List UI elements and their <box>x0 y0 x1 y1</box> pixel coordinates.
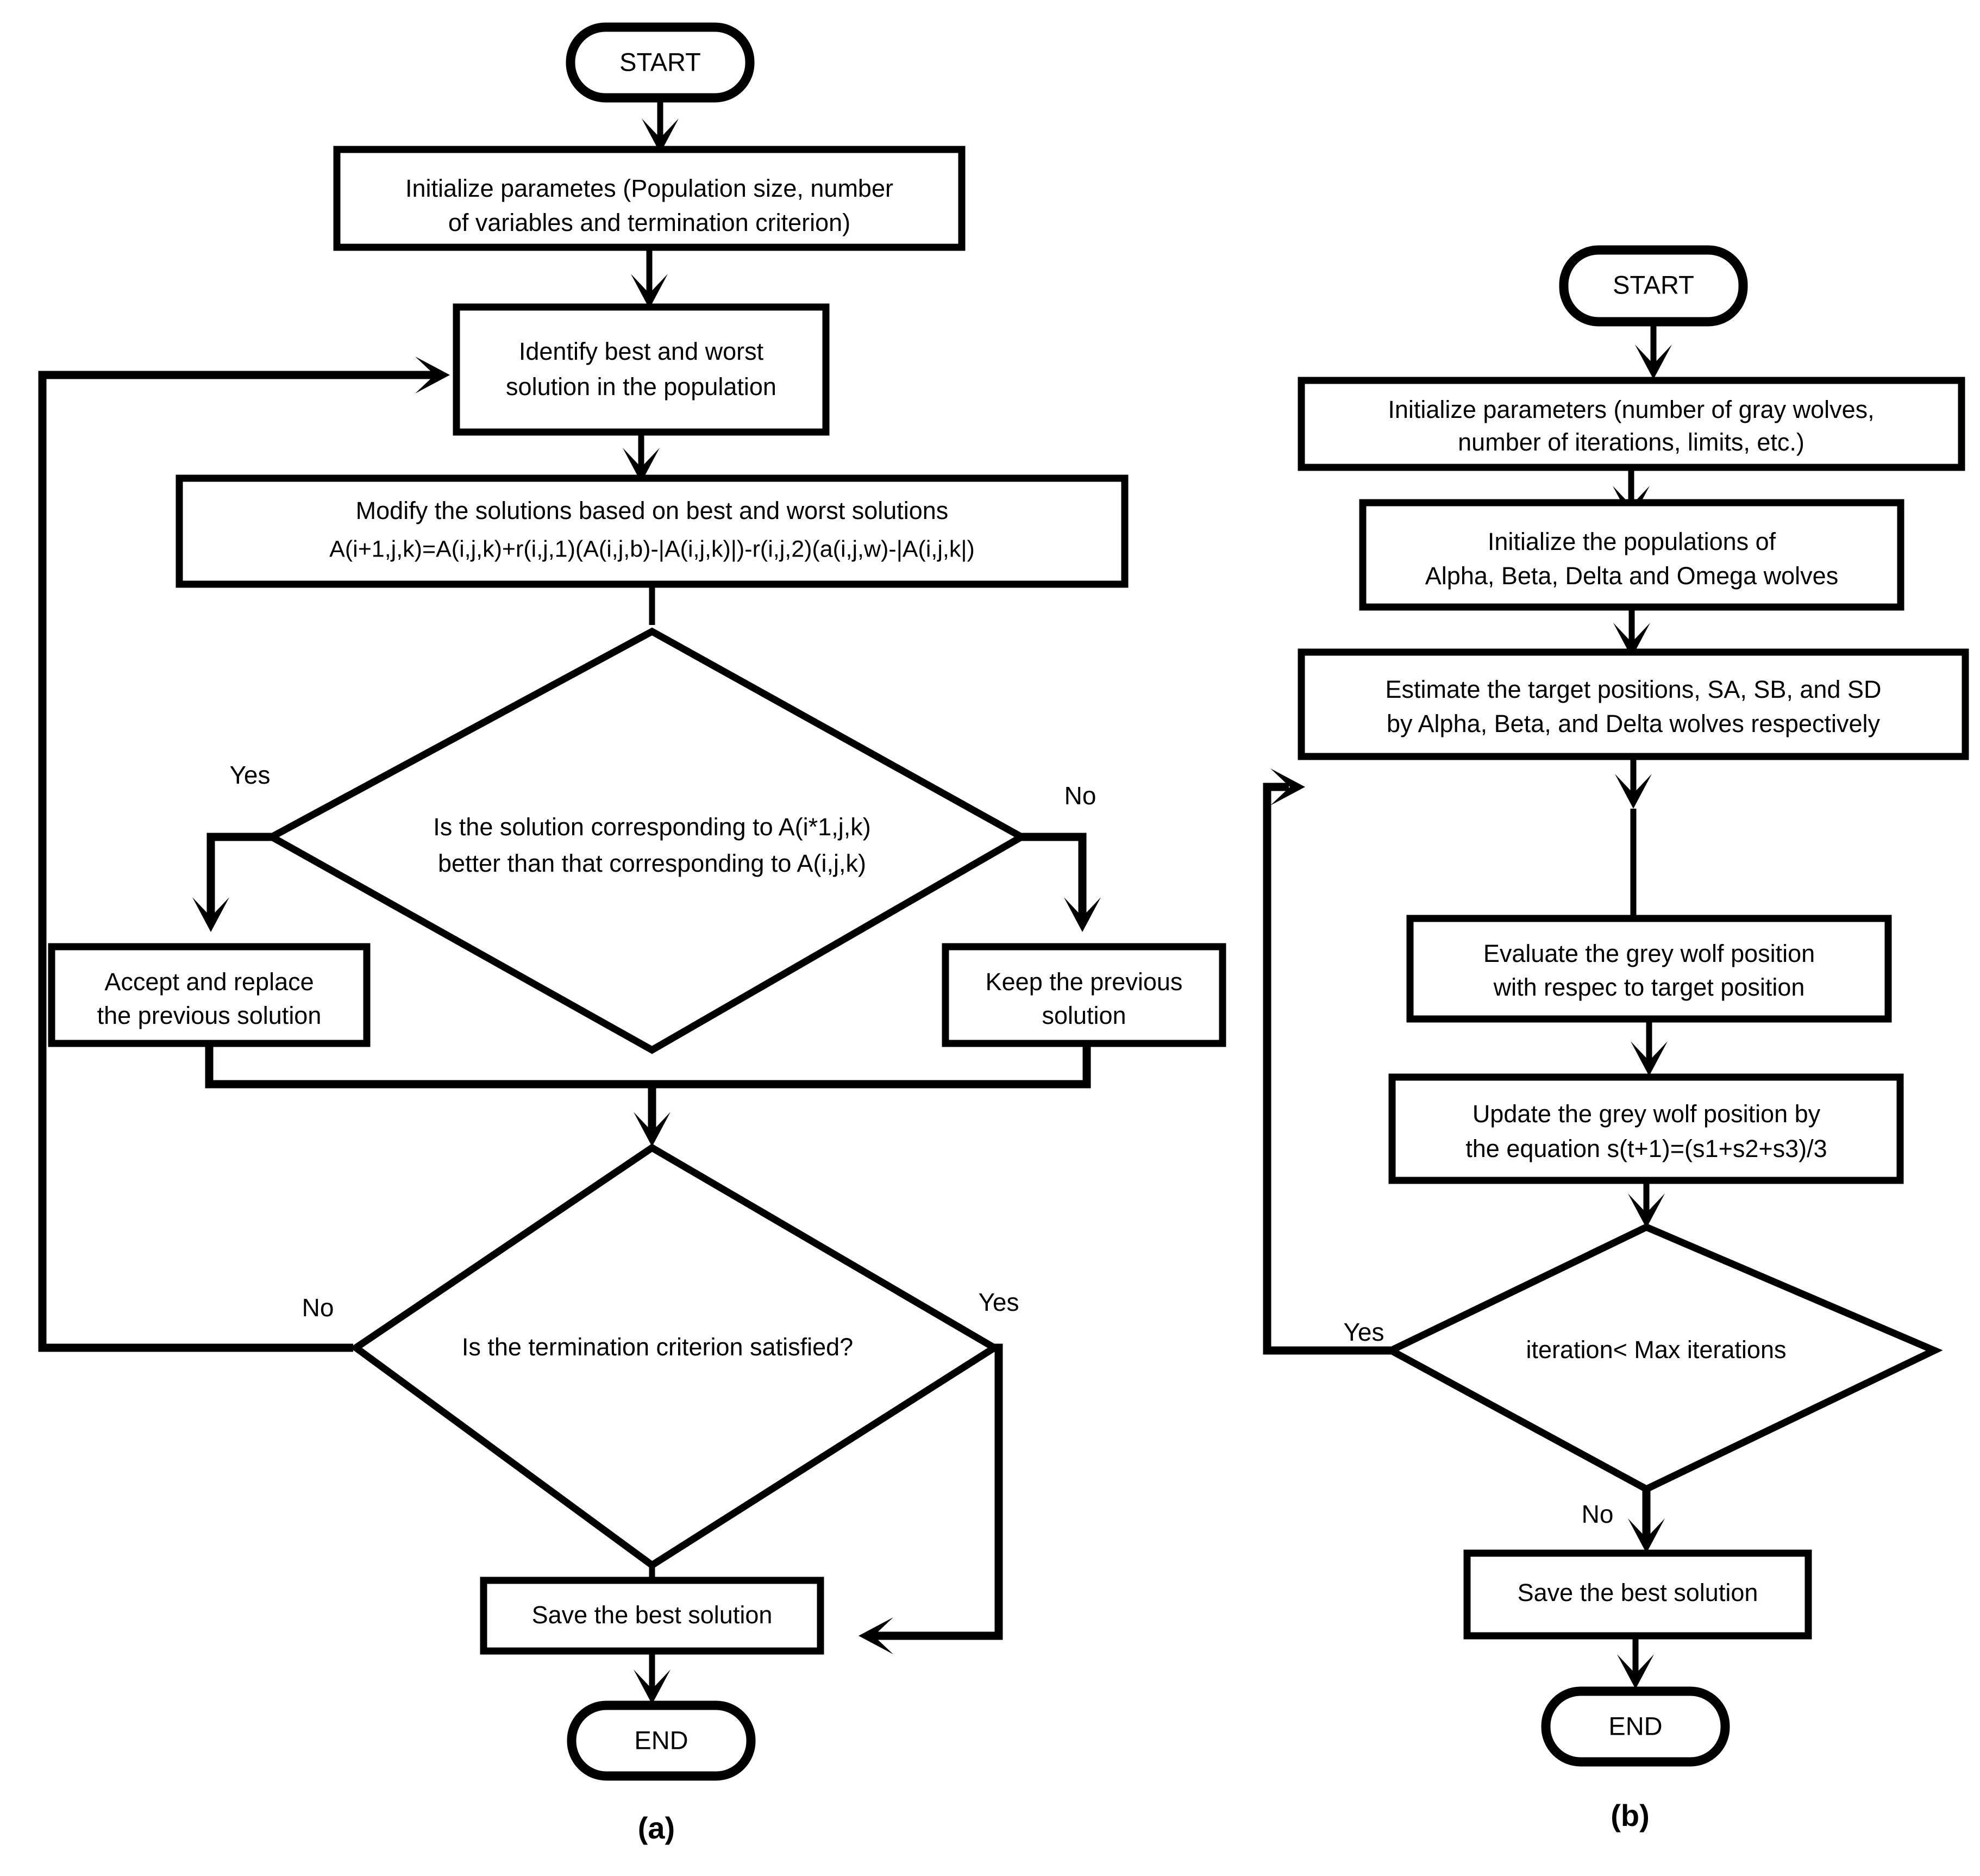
node-a-decision1 <box>264 627 1029 1054</box>
node-b-save-label: Save the best solution <box>1518 1579 1758 1606</box>
node-b-save <box>1463 1549 1812 1640</box>
edge-a-loop-no-to-identify <box>38 371 435 1352</box>
node-a-accept-line1: Accept and replace <box>104 968 314 996</box>
edge-b-loop-yes-to-estimate <box>1263 783 1391 1355</box>
node-a-init-line2: of variables and termination criterion) <box>448 209 850 236</box>
panel-a-caption: (a) <box>638 1811 675 1845</box>
node-a-modify-line1: Modify the solutions based on best and w… <box>356 497 949 524</box>
node-a-save-label: Save the best solution <box>532 1601 773 1629</box>
edge-a-d1-no <box>1022 833 1087 921</box>
node-a-init <box>333 146 966 251</box>
edge-label-a-d2-no: No <box>302 1293 334 1322</box>
node-b-initpop <box>1359 499 1904 611</box>
node-a-end-label: END <box>634 1725 688 1754</box>
node-b-estimate-line2: by Alpha, Beta, and Delta wolves respect… <box>1387 710 1880 737</box>
node-b-estimate-line1: Estimate the target positions, SA, SB, a… <box>1386 676 1882 703</box>
node-a-init-line1: Initialize parametes (Population size, n… <box>405 174 893 202</box>
node-b-start-label: START <box>1613 270 1694 299</box>
node-b-estimate <box>1298 648 1969 760</box>
node-b-end-label: END <box>1608 1711 1662 1740</box>
edge-label-a-d1-no: No <box>1064 781 1096 810</box>
node-b-end <box>1541 1686 1730 1767</box>
node-a-decision1-line2: better than that corresponding to A(i,j,… <box>438 849 866 877</box>
node-b-init-line1: Initialize parameters (number of gray wo… <box>1388 396 1874 423</box>
node-a-end <box>567 1700 756 1781</box>
node-b-init-line2: number of iterations, limits, etc.) <box>1458 428 1804 456</box>
node-b-update-line2: the equation s(t+1)=(s1+s2+s3)/3 <box>1465 1135 1827 1162</box>
panel-b-caption: (b) <box>1611 1798 1650 1833</box>
node-a-identify-line1: Identify best and worst <box>519 337 764 365</box>
node-b-evaluate <box>1406 915 1892 1023</box>
node-a-identify-line2: solution in the population <box>506 373 776 401</box>
node-a-decision1-line1: Is the solution corresponding to A(i*1,j… <box>433 813 870 841</box>
node-a-keep-line1: Keep the previous <box>986 968 1183 996</box>
node-a-decision2-line1: Is the termination criterion satisfied? <box>462 1333 853 1361</box>
edge-label-a-d1-yes: Yes <box>229 761 270 789</box>
node-a-modify <box>176 474 1129 588</box>
node-b-update-line1: Update the grey wolf position by <box>1473 1100 1821 1128</box>
node-a-modify-line2: A(i+1,j,k)=A(i,j,k)+r(i,j,1)(A(i,j,b)-|A… <box>329 536 975 562</box>
node-a-save <box>480 1577 824 1655</box>
node-b-initpop-line2: Alpha, Beta, Delta and Omega wolves <box>1425 562 1838 590</box>
edge-a-d2-yes-to-save <box>869 1343 1003 1640</box>
node-a-start-label: START <box>619 47 701 76</box>
node-b-init <box>1298 377 1965 471</box>
node-b-evaluate-line1: Evaluate the grey wolf position <box>1483 940 1815 967</box>
edge-a-d1-yes <box>206 833 272 921</box>
edge-label-a-d2-yes: Yes <box>978 1288 1019 1316</box>
node-a-accept <box>48 943 371 1047</box>
node-a-keep-line2: solution <box>1042 1002 1126 1029</box>
node-b-decision-label: iteration< Max iterations <box>1526 1336 1787 1364</box>
node-a-identify <box>453 303 830 436</box>
edge-label-b-yes: Yes <box>1343 1318 1384 1346</box>
node-b-update <box>1388 1073 1904 1184</box>
edge-label-b-no: No <box>1582 1500 1614 1528</box>
node-b-evaluate-line2: with respec to target position <box>1493 973 1805 1001</box>
node-b-initpop-line1: Initialize the populations of <box>1488 528 1776 555</box>
node-a-accept-line2: the previous solution <box>97 1002 322 1029</box>
